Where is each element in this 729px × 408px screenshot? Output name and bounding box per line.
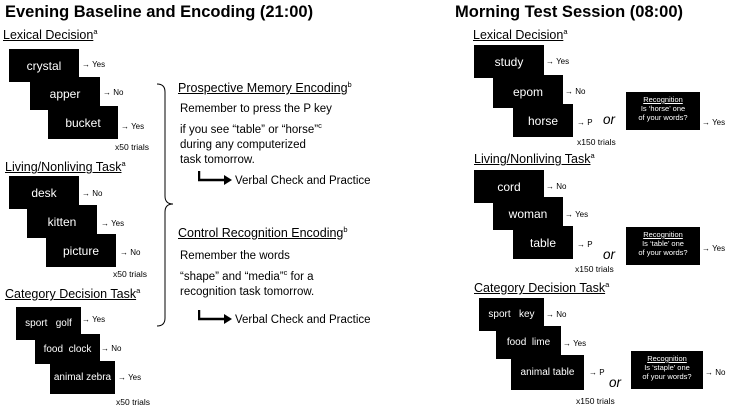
response-label: → No — [546, 182, 567, 191]
stimulus-card: animal table — [511, 355, 584, 390]
stimulus-card: table — [513, 226, 573, 259]
trials-count: x150 trials — [575, 264, 614, 274]
response-label: → No — [101, 344, 122, 353]
stimulus-card: horse — [513, 104, 573, 137]
response-label: → Yes — [563, 339, 587, 348]
lexical-decision-label: Lexical Decisiona — [3, 27, 98, 43]
stimulus-card: kitten — [27, 205, 97, 238]
verbal-check-label: Verbal Check and Practice — [235, 314, 371, 326]
stimulus-card: woman — [493, 197, 563, 230]
response-label: → No — [120, 248, 141, 257]
prospective-memory-label: Prospective Memory Encodingb — [178, 80, 352, 96]
stimulus-card: study — [474, 45, 544, 78]
response-label: → Yes — [101, 219, 125, 228]
response-label: → No — [546, 310, 567, 319]
response-label: → Yes — [565, 210, 589, 219]
stimulus-card: food clock — [35, 334, 100, 364]
category-decision-label: Category Decision Taska — [474, 280, 610, 296]
stimulus-card: apper — [30, 77, 100, 110]
or-label: or — [609, 375, 622, 390]
stimulus-card: animal zebra — [50, 361, 115, 394]
living-nonliving-label: Living/Nonliving Taska — [474, 151, 595, 167]
trials-count: x150 trials — [577, 137, 616, 147]
arrow-icon — [198, 310, 232, 324]
living-nonliving-label: Living/Nonliving Taska — [5, 159, 126, 175]
response-label: → Yes — [121, 122, 145, 131]
trials-count: x50 trials — [113, 269, 148, 279]
response-label: → Yes — [546, 57, 570, 66]
response-label: → No — [705, 368, 726, 377]
trials-count: x50 trials — [116, 397, 151, 407]
stimulus-card: bucket — [48, 106, 118, 139]
response-label: → Yes — [82, 315, 106, 324]
response-label: → Yes — [118, 373, 142, 382]
morning-title: Morning Test Session (08:00) — [455, 3, 683, 21]
lexical-decision-label: Lexical Decisiona — [473, 27, 568, 43]
category-decision-label: Category Decision Taska — [5, 286, 141, 302]
recognition-box: Recognition Is ‘horse’ one of your words… — [626, 92, 700, 130]
recognition-box: Recognition Is ‘table’ one of your words… — [626, 227, 700, 265]
verbal-check-label: Verbal Check and Practice — [235, 175, 371, 187]
stimulus-card: epom — [493, 75, 563, 108]
response-label: → P — [589, 368, 605, 377]
evening-title: Evening Baseline and Encoding (21:00) — [5, 3, 314, 21]
response-label: → Yes — [702, 118, 726, 127]
response-label: → P — [577, 118, 593, 127]
stimulus-card: food lime — [496, 326, 561, 359]
stimulus-card: picture — [46, 234, 116, 267]
stimulus-card: sport key — [479, 298, 544, 331]
response-label: → Yes — [82, 60, 106, 69]
arrow-icon — [198, 171, 232, 185]
stimulus-card: crystal — [9, 49, 79, 82]
or-label: or — [603, 247, 616, 262]
stimulus-card: desk — [9, 176, 79, 209]
cr-instructions: Remember the words “shape” and “media”c … — [180, 250, 315, 298]
grouping-brace — [156, 83, 174, 327]
response-label: → Yes — [702, 244, 726, 253]
or-label: or — [603, 112, 616, 127]
trials-count: x150 trials — [576, 396, 615, 406]
response-label: → No — [82, 189, 103, 198]
control-recognition-label: Control Recognition Encodingb — [178, 225, 348, 241]
pm-instructions: Remember to press the P key if you see “… — [180, 103, 332, 167]
recognition-box: Recognition Is ‘staple’ one of your word… — [631, 351, 703, 389]
response-label: → P — [577, 240, 593, 249]
response-label: → No — [565, 87, 586, 96]
response-label: → No — [103, 88, 124, 97]
trials-count: x50 trials — [115, 142, 150, 152]
